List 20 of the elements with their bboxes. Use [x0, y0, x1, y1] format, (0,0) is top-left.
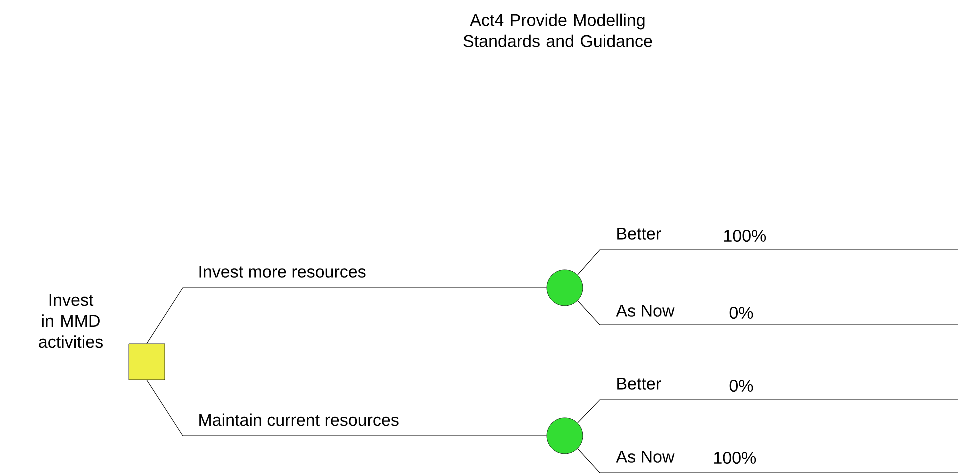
- title: Act4 Provide Modelling Standards and Guidance: [464, 14, 652, 48]
- branch-line: [578, 300, 958, 326]
- branch-line: [578, 400, 958, 424]
- branch-label: Better: [615, 227, 663, 241]
- node-text: Invest in MMD activities: [39, 294, 103, 348]
- probability-label: 100%: [712, 450, 758, 465]
- branch-line: [578, 448, 958, 473]
- chance-circle: [546, 418, 584, 454]
- branch-line: [578, 250, 958, 276]
- branch-line: [146, 288, 548, 344]
- probability-label: 0%: [728, 306, 755, 320]
- probability-label: 100%: [722, 228, 768, 243]
- branch-label: As Now: [615, 304, 676, 318]
- branch-label: Invest more resources: [197, 265, 368, 279]
- branch-label: Maintain current resources: [197, 412, 400, 428]
- branch-line: [146, 380, 548, 436]
- branch-label: Better: [615, 377, 663, 391]
- probability-label: 0%: [728, 378, 755, 393]
- branch-label: As Now: [615, 450, 676, 464]
- chance-circle: [546, 270, 584, 306]
